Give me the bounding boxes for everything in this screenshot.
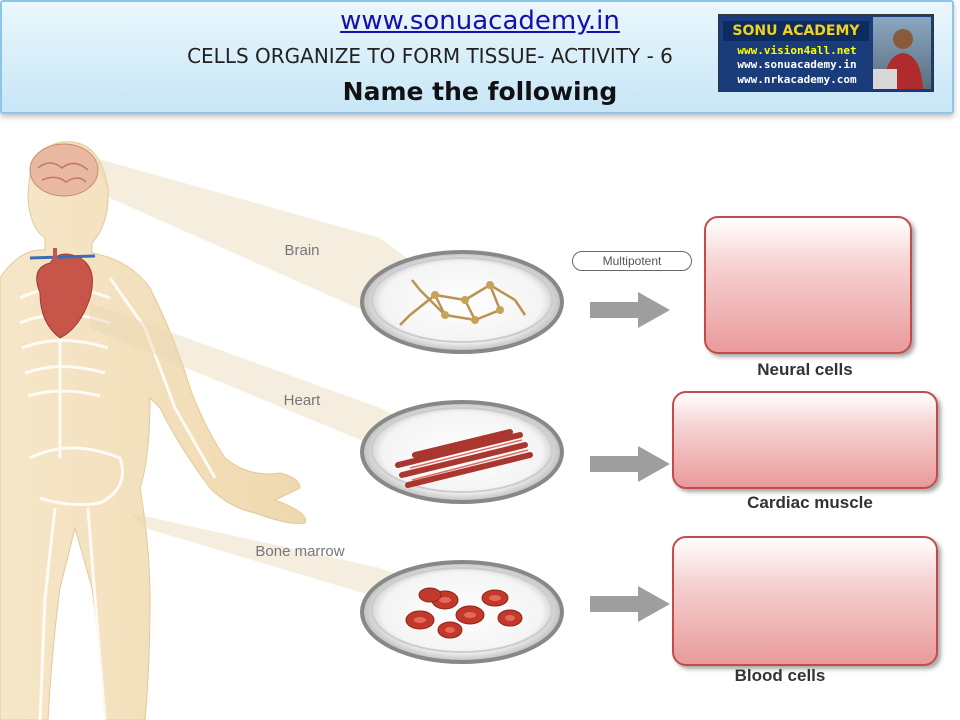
heart-label: Heart (283, 392, 321, 409)
answer-box-cardiac[interactable] (672, 391, 938, 489)
logo-url-1: www.vision4all.net (737, 44, 857, 57)
neural-dish (360, 250, 564, 354)
heart-graphic (29, 248, 96, 339)
neural-cells-label: Neural cells (757, 360, 853, 379)
arrows (590, 292, 670, 622)
academy-logo: SONU ACADEMY www.vision4all.net www.sonu… (718, 14, 934, 92)
logo-url-2: www.sonuacademy.in (737, 58, 857, 71)
arrow-blood (590, 586, 670, 622)
bone-marrow-label: Bone marrow (255, 543, 345, 560)
petri-dishes (360, 250, 564, 664)
site-link[interactable]: www.sonuacademy.in (340, 6, 620, 36)
cardiac-muscle-dish (360, 400, 564, 504)
brain-graphic (29, 143, 99, 197)
brain-label: Brain (284, 242, 320, 259)
blood-cells-label: Blood cells (734, 666, 826, 685)
instruction-heading: Name the following (342, 77, 618, 106)
answer-box-neural[interactable] (704, 216, 912, 354)
marrow-beam (130, 513, 380, 598)
activity-subtitle: CELLS ORGANIZE TO FORM TISSUE- ACTIVITY … (187, 44, 673, 68)
human-skeleton-illustration (0, 141, 380, 720)
presenter-photo (873, 17, 931, 89)
logo-url-3: www.nrkacademy.com (737, 73, 857, 86)
answer-box-blood[interactable] (672, 536, 938, 666)
logo-title: SONU ACADEMY (723, 21, 869, 41)
arrow-cardiac (590, 446, 670, 482)
arrow-neural (590, 292, 670, 328)
cardiac-muscle-label: Cardiac muscle (747, 493, 873, 512)
brain-beam (95, 158, 380, 318)
blood-cells-dish (360, 560, 564, 664)
multipotent-tag: Multipotent (572, 251, 692, 271)
heart-beam (90, 303, 380, 448)
